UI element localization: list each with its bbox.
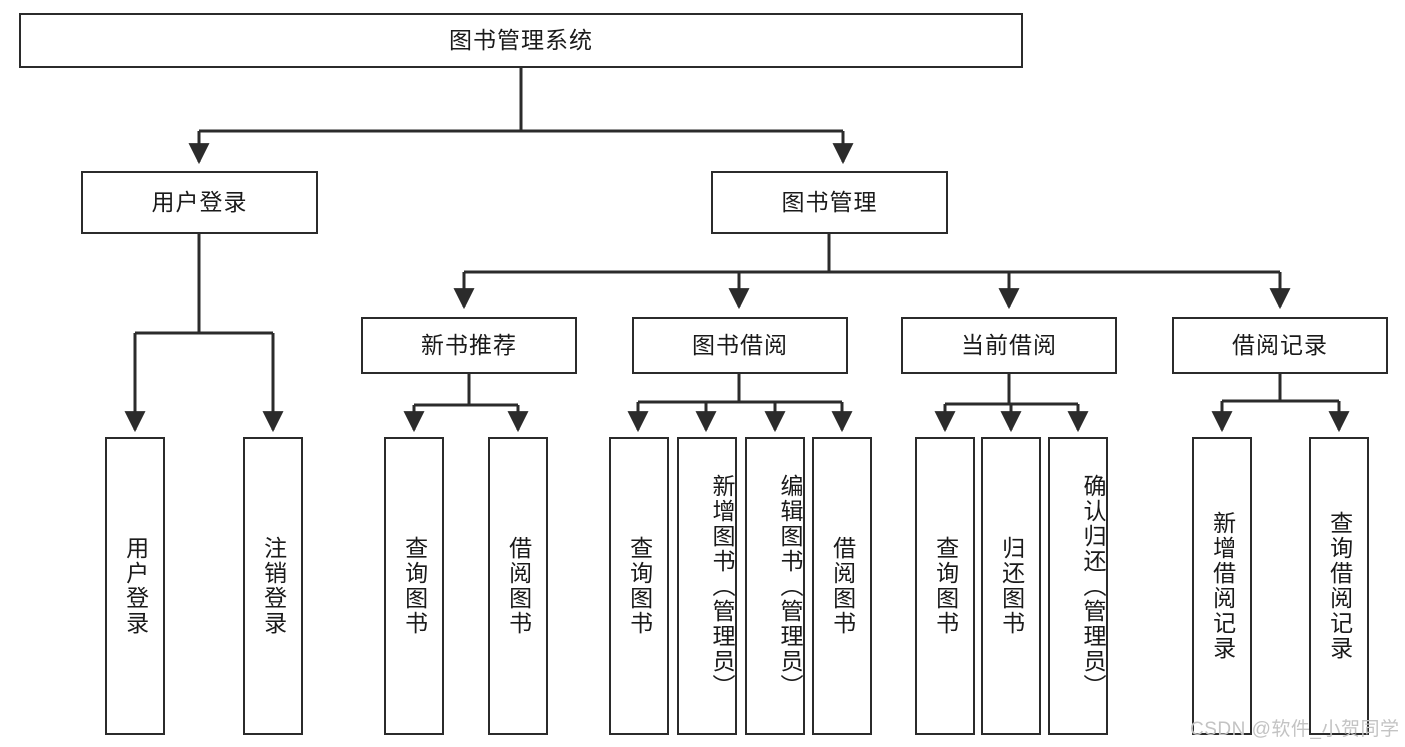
leaf-query-book-borrow[interactable]: 查询图书 <box>609 437 669 735</box>
leaf-confirm-return-admin[interactable]: 确认归还（管理员） <box>1048 437 1108 735</box>
csdn-watermark: CSDN @软件_小贺同学 <box>1190 719 1400 740</box>
leaf-user-logout[interactable]: 注销登录 <box>243 437 303 735</box>
leaf-borrow-book-borrow[interactable]: 借阅图书 <box>812 437 872 735</box>
node-root[interactable]: 图书管理系统 <box>19 13 1023 68</box>
leaf-add-book-admin[interactable]: 新增图书（管理员） <box>677 437 737 735</box>
node-book-manage[interactable]: 图书管理 <box>711 171 948 234</box>
node-book-borrow[interactable]: 图书借阅 <box>632 317 848 374</box>
leaf-borrow-book-recommend[interactable]: 借阅图书 <box>488 437 548 735</box>
node-borrow-record[interactable]: 借阅记录 <box>1172 317 1388 374</box>
node-new-book-recommend[interactable]: 新书推荐 <box>361 317 577 374</box>
leaf-query-book-recommend[interactable]: 查询图书 <box>384 437 444 735</box>
leaf-query-borrow-record[interactable]: 查询借阅记录 <box>1309 437 1369 735</box>
leaf-edit-book-admin[interactable]: 编辑图书（管理员） <box>745 437 805 735</box>
leaf-add-borrow-record[interactable]: 新增借阅记录 <box>1192 437 1252 735</box>
leaf-user-login[interactable]: 用户登录 <box>105 437 165 735</box>
node-user-login[interactable]: 用户登录 <box>81 171 318 234</box>
node-current-borrow[interactable]: 当前借阅 <box>901 317 1117 374</box>
leaf-return-book[interactable]: 归还图书 <box>981 437 1041 735</box>
leaf-query-book-current[interactable]: 查询图书 <box>915 437 975 735</box>
